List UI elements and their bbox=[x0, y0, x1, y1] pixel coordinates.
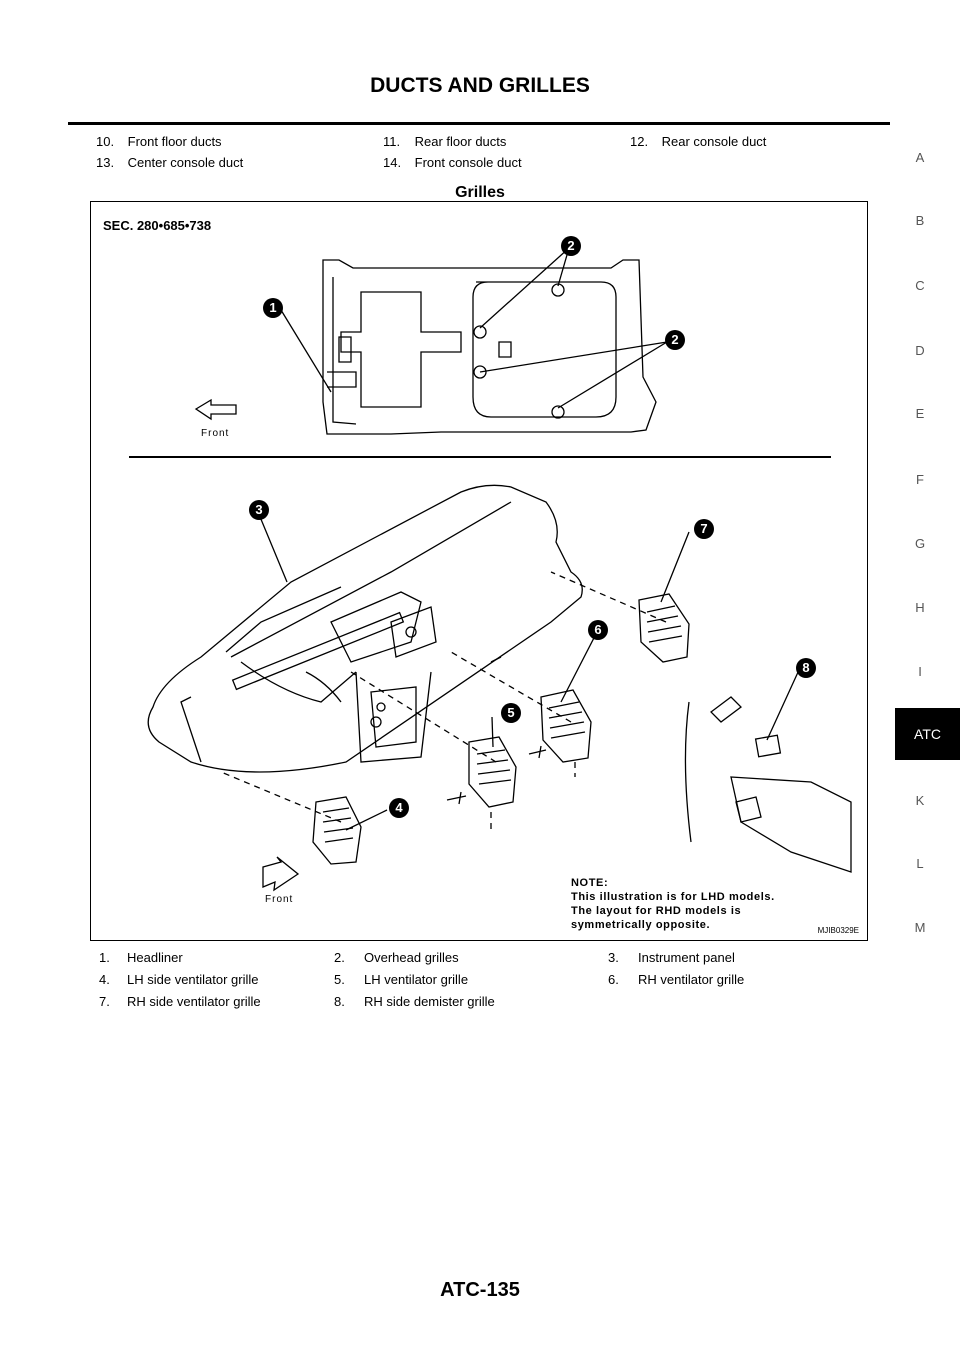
legend-item: 7.RH side ventilator grille bbox=[99, 994, 261, 1009]
callout-4: 4 bbox=[389, 798, 409, 818]
tab-l[interactable]: L bbox=[916, 856, 924, 871]
tab-f[interactable]: F bbox=[916, 472, 924, 487]
legend-item: 11. Rear floor ducts bbox=[383, 134, 507, 149]
callout-6: 6 bbox=[588, 620, 608, 640]
callout-3: 3 bbox=[249, 500, 269, 520]
tab-c[interactable]: C bbox=[915, 278, 925, 293]
tab-e[interactable]: E bbox=[915, 406, 925, 421]
legend-item: 1.Headliner bbox=[99, 950, 183, 965]
tab-i[interactable]: I bbox=[918, 664, 922, 679]
callout-7: 7 bbox=[694, 519, 714, 539]
callout-5: 5 bbox=[501, 703, 521, 723]
legend-item: 12. Rear console duct bbox=[630, 134, 767, 149]
tab-a[interactable]: A bbox=[915, 150, 925, 165]
legend-item: 13. Center console duct bbox=[96, 155, 244, 170]
section-title: Grilles bbox=[455, 184, 505, 201]
tab-d[interactable]: D bbox=[915, 343, 925, 358]
section-index: A B C D E F G H I ATC K L M bbox=[895, 0, 960, 1358]
tab-b[interactable]: B bbox=[915, 213, 925, 228]
grilles-illustration: SEC. 280•685•738 bbox=[90, 201, 868, 941]
figure-code: MJIB0329E bbox=[817, 926, 859, 935]
callout-2: 2 bbox=[561, 236, 581, 256]
tab-k[interactable]: K bbox=[915, 793, 925, 808]
front-label: Front bbox=[265, 894, 294, 905]
legend-item: 5.LH ventilator grille bbox=[334, 972, 469, 987]
illustration-drawing bbox=[129, 247, 852, 892]
legend-item: 10. Front floor ducts bbox=[96, 134, 222, 149]
front-label: Front bbox=[201, 428, 230, 439]
callout-1: 1 bbox=[263, 298, 283, 318]
legend-item: 6.RH ventilator grille bbox=[608, 972, 745, 987]
legend-item: 3.Instrument panel bbox=[608, 950, 735, 965]
legend-item: 14. Front console duct bbox=[383, 155, 522, 170]
figure-note: NOTE: This illustration is for LHD model… bbox=[571, 877, 775, 931]
page-number: ATC-135 bbox=[440, 1279, 520, 1301]
tab-h[interactable]: H bbox=[915, 600, 925, 615]
tab-atc-active[interactable]: ATC bbox=[895, 708, 960, 760]
legend-item: 4.LH side ventilator grille bbox=[99, 972, 259, 987]
tab-g[interactable]: G bbox=[914, 536, 926, 551]
page-title: DUCTS AND GRILLES bbox=[370, 74, 590, 97]
legend-item: 2.Overhead grilles bbox=[334, 950, 459, 965]
callout-8: 8 bbox=[796, 658, 816, 678]
legend-item: 8.RH side demister grille bbox=[334, 994, 495, 1009]
tab-m[interactable]: M bbox=[914, 920, 926, 935]
section-reference: SEC. 280•685•738 bbox=[103, 218, 212, 233]
header-rule bbox=[68, 122, 890, 125]
callout-2: 2 bbox=[665, 330, 685, 350]
